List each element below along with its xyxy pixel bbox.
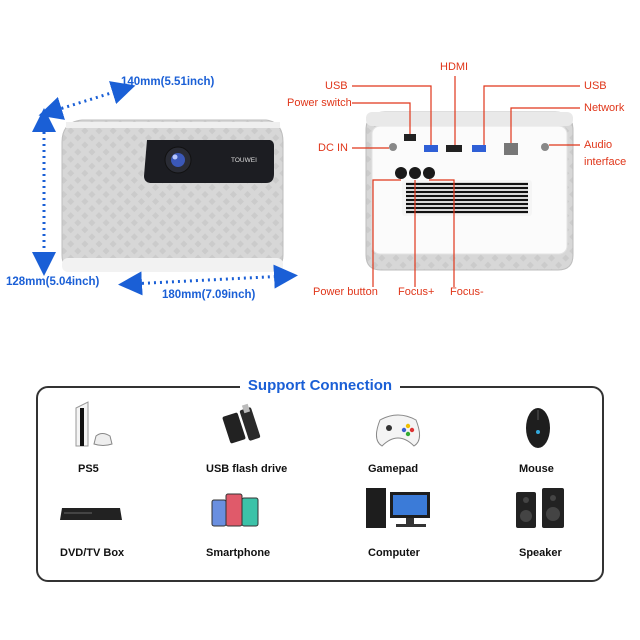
audio-port: [541, 143, 549, 151]
width-arrow: [118, 264, 298, 296]
focus-minus-label: Focus-: [450, 286, 484, 298]
power-switch-port: [404, 134, 416, 141]
projector-back: [365, 111, 574, 271]
power-switch-label: Power switch: [287, 97, 352, 109]
ports-row: [389, 134, 549, 179]
height-dimension: 128mm(5.04inch): [6, 276, 100, 288]
usb-left-label: USB: [325, 80, 348, 92]
device-label-gamepad: Gamepad: [368, 463, 419, 475]
usb-port-right: [472, 145, 486, 152]
network-port: [504, 143, 518, 155]
device-label-mouse: Mouse: [519, 463, 554, 475]
usb-right-label: USB: [584, 80, 607, 92]
focus-plus-label: Focus+: [398, 286, 435, 298]
power-button: [395, 167, 407, 179]
focus-plus-button: [409, 167, 421, 179]
focus-minus-button: [423, 167, 435, 179]
computer-icon: [366, 488, 430, 528]
dc-in-port: [389, 143, 397, 151]
gamepad-icon: [376, 414, 420, 447]
device-label-ps5: PS5: [78, 463, 99, 475]
ps5-icon: [75, 401, 113, 447]
hdmi-label: HDMI: [440, 61, 469, 73]
network-label: Network: [584, 102, 625, 114]
speaker-icon: [516, 488, 564, 528]
audio-label-2: interface: [584, 156, 627, 168]
device-label-dvd: DVD/TV Box: [60, 547, 125, 559]
device-label-speaker: Speaker: [519, 547, 562, 559]
width-dimension: 180mm(7.09inch): [162, 289, 256, 301]
smartphone-icon: [211, 493, 259, 527]
audio-label: Audio: [584, 139, 613, 151]
usb-drive-icon: [222, 403, 261, 444]
projector-front: [61, 119, 284, 272]
depth-arrow: [38, 81, 136, 120]
mouse-icon: [526, 408, 550, 448]
device-label-computer: Computer: [368, 547, 420, 559]
usb-port-left: [424, 145, 438, 152]
hdmi-port: [446, 145, 462, 152]
brand-logo: TOUWEI: [231, 157, 257, 164]
power-button-label: Power button: [313, 286, 378, 298]
device-label-usb: USB flash drive: [206, 463, 288, 475]
dc-in-label: DC IN: [318, 142, 348, 154]
support-title: Support Connection: [0, 377, 640, 395]
dvd-box-icon: [60, 508, 122, 520]
depth-dimension: 140mm(5.51inch): [121, 76, 215, 88]
callout-lines: [352, 76, 580, 287]
device-label-smartphone: Smartphone: [206, 547, 271, 559]
